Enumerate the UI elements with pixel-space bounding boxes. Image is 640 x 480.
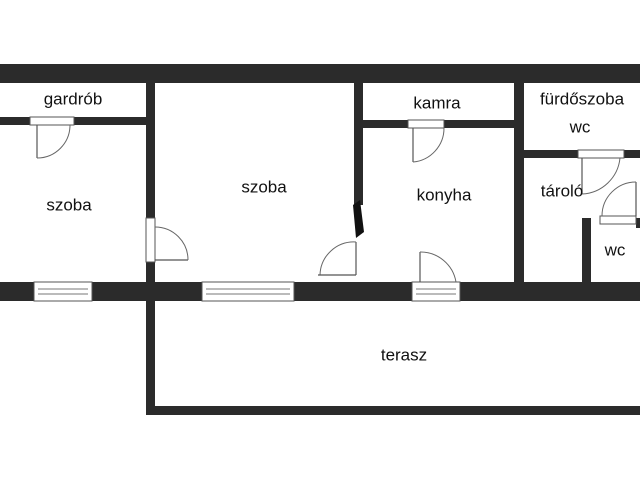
wall-middle-szoba-right [354,83,363,205]
wall-gardrob-bottom-right [74,117,148,125]
door-kamra [407,119,445,163]
room-labels: gardrób szoba szoba kamra konyha fürdősz… [44,89,626,364]
room-label-wc-lower: wc [604,240,626,259]
terrace-wall-bottom [146,406,640,415]
room-label-terasz: terasz [381,345,427,364]
windows [33,281,461,302]
room-label-gardrob: gardrób [44,89,103,108]
wall-wc-left [582,218,591,300]
wall-south-3 [294,282,412,301]
door-konyha-terrace [419,251,457,283]
room-label-konyha: konyha [417,185,472,204]
wall-gardrob-bottom-left [0,117,30,125]
window-konyha [411,281,461,302]
door-marker-dark [353,200,364,238]
door-wc-lower [599,181,637,225]
door-konyha-west [318,200,364,276]
wall-bath-bottom-left [524,150,578,158]
wall-bath-bottom-right [624,150,640,158]
window-middle-szoba [201,281,295,302]
door-middle-szoba [145,217,189,263]
terrace-wall-left [146,301,155,415]
room-label-szoba-left: szoba [46,195,92,214]
wall-kamra-bottom-left [363,120,408,128]
wall-kitchen-right [514,83,524,301]
wall-south-2 [92,282,202,301]
wall-left-szoba-right-upper [146,83,155,218]
room-label-furdoszoba: fürdőszoba [540,89,625,108]
door-gardrob [29,116,75,159]
room-label-wc-upper: wc [569,117,591,136]
wall-south-1 [0,282,34,301]
window-left-szoba [33,281,93,302]
wall-kamra-bottom-right [444,120,516,128]
outer-wall-top [0,64,640,83]
wall-left-szoba-right-lower [146,262,155,282]
door-furdoszoba [577,149,625,195]
room-label-tarolo: tároló [541,181,584,200]
room-label-kamra: kamra [413,93,461,112]
doors [29,116,637,283]
room-label-szoba-middle: szoba [241,177,287,196]
wall-wc-top-right [636,218,640,228]
walls [0,64,640,415]
wall-south-4 [460,282,640,301]
